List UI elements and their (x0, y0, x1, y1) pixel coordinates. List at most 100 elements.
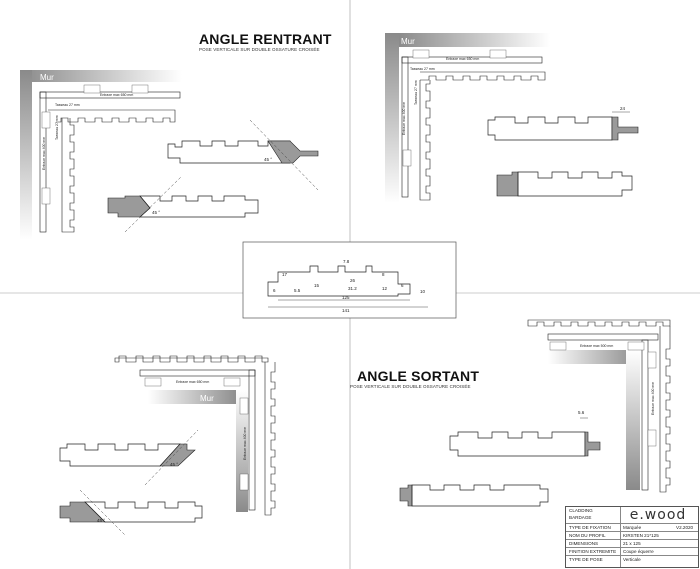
tb-row-finition: FINITION EXTREMITE Coupe équerre (566, 547, 698, 556)
tasseau-box-4 (239, 473, 249, 491)
tasseau-box-2 (489, 49, 507, 59)
cut-piece (159, 443, 196, 467)
profile-outline (59, 443, 181, 467)
rentrant-profile-1: 45 ° (167, 119, 319, 191)
ewood-logo: e.wood (629, 507, 687, 523)
tb-row-profil: NOM DU PROFIL KIRSTEN 21*125 (566, 531, 698, 540)
dim-125: 125 (342, 295, 350, 300)
dim-141: 141 (342, 308, 350, 313)
sortant-profile-1: 45 ° (59, 429, 199, 486)
entraxe-label-v: Entraxe max 400 mm (243, 427, 247, 460)
batten-vertical (248, 369, 256, 511)
tb-label: DIMENSIONS (569, 541, 599, 546)
wall-horizontal (20, 70, 182, 82)
entraxe-label-h: Entraxe max 650 mm (176, 380, 209, 384)
entraxe-label-h: Entraxe max 500 mm (580, 344, 613, 348)
tasseau-box-3 (647, 351, 657, 369)
tasseau-box-3 (402, 149, 412, 167)
wall-vertical (385, 33, 399, 203)
tb-row-pose: TYPE DE POSE Verticale (566, 555, 698, 564)
profile-outline (139, 195, 259, 218)
tasseau-box-3 (41, 111, 51, 129)
cut-piece (584, 431, 601, 457)
entraxe-label-h: Entraxe max 650 mm (446, 57, 479, 61)
tb-value: Coupe équerre (623, 549, 654, 554)
cut-piece (399, 484, 413, 507)
profile-outline (449, 431, 586, 457)
tb-label: TYPE DE POSE (569, 557, 603, 562)
profile-outline (487, 116, 613, 141)
cut-piece (267, 140, 319, 164)
wall-vertical (20, 70, 32, 240)
entraxe-label-v: Entraxe max 400 mm (651, 382, 655, 415)
dim-17: 17 (282, 272, 288, 277)
sortant-corner-plan-2: Entraxe max 500 mm Entraxe max 400 mm (527, 319, 671, 493)
dim-8: 8 (382, 272, 385, 277)
mur-label: Mur (40, 73, 54, 82)
profile-outline (411, 484, 549, 507)
tb-value: Verticale (623, 557, 641, 562)
dim-12: 12 (382, 286, 388, 291)
tb-bardage: BARDAGE (569, 515, 592, 520)
rentrant-profile-2: 45 ° (107, 175, 259, 233)
cladding-horizontal (114, 355, 269, 363)
title-angle-sortant: ANGLE SORTANT (357, 368, 480, 384)
cladding-vertical (419, 80, 431, 201)
tasseau-box-1 (144, 377, 162, 387)
tb-label: NOM DU PROFIL (569, 533, 606, 538)
tb-cladding: CLADDING (569, 508, 593, 513)
angle-label: 45 ° (152, 210, 160, 215)
cut-line-45 (124, 175, 183, 233)
tb-vertical-divider (620, 507, 621, 567)
angle-label: 45 ° (97, 518, 105, 523)
mur-label: Mur (200, 394, 214, 403)
entraxe-label-v: Entraxe max 400 mm (42, 137, 46, 170)
tasseau-box-4 (647, 429, 657, 447)
wall-vertical (626, 350, 640, 490)
subtitle-angle-sortant: POSE VERTICALE SUR DOUBLE OSSATURE CROIS… (350, 384, 471, 389)
angle-label: 45 ° (264, 157, 272, 162)
cladding-horizontal (420, 71, 546, 81)
mur-label: Mur (401, 37, 415, 46)
tasseau-box-3 (239, 397, 249, 415)
tb-row-dimensions: DIMENSIONS 21 x 125 (566, 539, 698, 548)
tasseau-label-v: Tasseau 27 mm (55, 115, 59, 140)
profile-section-outline (267, 265, 411, 297)
angle-label: 45 ° (170, 462, 178, 467)
dim-78: 7.8 (343, 259, 350, 264)
cut-piece (496, 171, 519, 197)
cut-line-45 (249, 119, 319, 191)
title-angle-rentrant: ANGLE RENTRANT (199, 31, 332, 47)
sortant-profile-4 (399, 484, 549, 507)
batten-vertical (39, 91, 47, 233)
wall-horizontal (548, 350, 640, 364)
tasseau-label-v: Tasseau 27 mm (414, 80, 418, 105)
sortant-profile-2: 45 ° (59, 489, 203, 536)
entraxe-label-h: Entraxe max 650 mm (100, 93, 133, 97)
cut-line-45 (144, 429, 199, 486)
dim-55: 5.5 (294, 288, 301, 293)
tb-row-fixation: TYPE DE FIXATION Marquée V2.2020 (566, 523, 698, 532)
tb-value: Marquée (623, 525, 642, 530)
cladding-horizontal (48, 109, 176, 123)
dim-6: 6 (273, 288, 276, 293)
tasseau-label-h: Tasseau 27 mm (410, 67, 435, 71)
tasseau-label-h: Tasseau 27 mm (55, 103, 80, 107)
tasseau-box-2 (223, 377, 241, 387)
tasseau-box-1 (412, 49, 430, 59)
dim-10: 10 (420, 289, 426, 294)
sortant-profile-3: 5.6 (449, 410, 601, 457)
wall-horizontal (398, 33, 550, 47)
wall-horizontal (148, 390, 240, 404)
entraxe-label-v: Entraxe max 400 mm (402, 102, 406, 135)
cladding-vertical (61, 118, 75, 233)
batten-horizontal (139, 369, 256, 377)
profile-outline (517, 171, 633, 197)
dim-26: 26 (350, 278, 356, 283)
dim-6b: 6 (401, 283, 404, 288)
tasseau-box-1 (83, 84, 101, 94)
batten-vertical (641, 339, 649, 491)
tasseau-box-2 (627, 341, 645, 351)
tb-value: 21 x 125 (623, 541, 641, 546)
